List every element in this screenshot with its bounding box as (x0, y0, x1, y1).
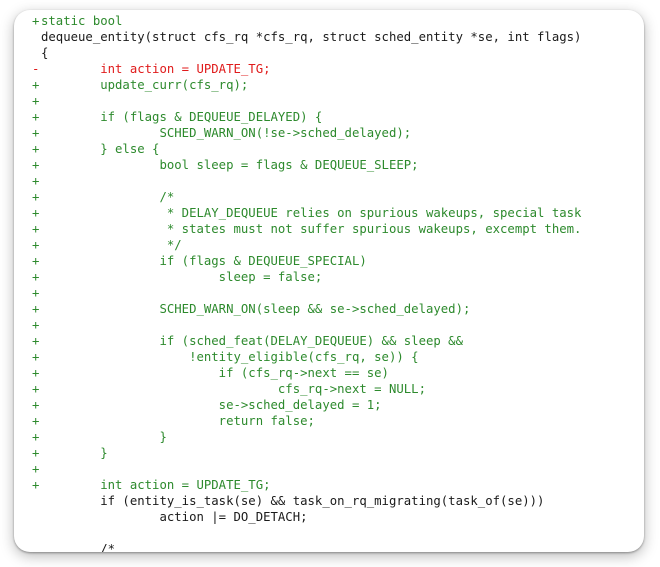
code-text: update_curr(cfs_rq); (41, 78, 249, 92)
code-text: * DELAY_DEQUEUE relies on spurious wakeu… (41, 206, 582, 220)
diff-line: + if (sched_feat(DELAY_DEQUEUE) && sleep… (32, 333, 581, 349)
diff-line: + } else { (32, 141, 581, 157)
diff-marker: + (32, 142, 40, 156)
code-text: !entity_eligible(cfs_rq, se)) { (41, 350, 419, 364)
diff-marker: + (32, 462, 40, 476)
diff-code-block: +static bool dequeue_entity(struct cfs_r… (32, 13, 581, 552)
code-text: if (flags & DEQUEUE_DELAYED) { (41, 110, 323, 124)
code-text: SCHED_WARN_ON(sleep && se->sched_delayed… (41, 302, 471, 316)
code-text: dequeue_entity(struct cfs_rq *cfs_rq, st… (41, 30, 582, 44)
diff-line: + sleep = false; (32, 269, 581, 285)
code-text: */ (41, 238, 182, 252)
code-text: se->sched_delayed = 1; (41, 398, 382, 412)
diff-marker (32, 509, 41, 525)
diff-line: - int action = UPDATE_TG; (32, 61, 581, 77)
diff-marker: + (32, 398, 40, 412)
diff-marker: + (32, 238, 40, 252)
code-text: if (entity_is_task(se) && task_on_rq_mig… (41, 494, 545, 508)
diff-line: +static bool (32, 13, 581, 29)
diff-line: + if (flags & DEQUEUE_DELAYED) { (32, 109, 581, 125)
diff-marker (32, 45, 41, 61)
diff-marker: + (32, 94, 40, 108)
diff-marker: + (32, 446, 40, 460)
diff-marker: + (32, 222, 40, 236)
code-text: if (sched_feat(DELAY_DEQUEUE) && sleep &… (41, 334, 463, 348)
code-text: int action = UPDATE_TG; (41, 478, 271, 492)
diff-marker: + (32, 478, 40, 492)
code-text: int action = UPDATE_TG; (41, 62, 271, 76)
diff-line: { (32, 45, 581, 61)
code-diff-panel: +static bool dequeue_entity(struct cfs_r… (14, 10, 644, 552)
diff-line: + (32, 317, 581, 333)
code-text: action |= DO_DETACH; (41, 510, 308, 524)
diff-marker: + (32, 110, 40, 124)
diff-line: + if (cfs_rq->next == se) (32, 365, 581, 381)
code-text: } else { (41, 142, 160, 156)
code-text: /* (41, 542, 116, 552)
diff-marker: + (32, 302, 40, 316)
diff-line: + se->sched_delayed = 1; (32, 397, 581, 413)
diff-line: + (32, 461, 581, 477)
diff-line: + int action = UPDATE_TG; (32, 477, 581, 493)
diff-marker: + (32, 430, 40, 444)
code-text: cfs_rq->next = NULL; (41, 382, 426, 396)
diff-marker: + (32, 414, 40, 428)
diff-line: + (32, 93, 581, 109)
diff-line: + !entity_eligible(cfs_rq, se)) { (32, 349, 581, 365)
code-text: * states must not suffer spurious wakeup… (41, 222, 582, 236)
code-text: { (41, 46, 49, 60)
diff-marker: + (32, 254, 40, 268)
code-text: if (cfs_rq->next == se) (41, 366, 389, 380)
diff-line: + /* (32, 189, 581, 205)
diff-line: + SCHED_WARN_ON(sleep && se->sched_delay… (32, 301, 581, 317)
code-text: SCHED_WARN_ON(!se->sched_delayed); (41, 126, 412, 140)
diff-marker: + (32, 78, 40, 92)
diff-marker: + (32, 206, 40, 220)
diff-line: + (32, 285, 581, 301)
diff-line: + cfs_rq->next = NULL; (32, 381, 581, 397)
diff-marker: + (32, 158, 40, 172)
diff-line (32, 525, 581, 541)
diff-marker: + (32, 14, 40, 28)
code-text: /* (41, 190, 175, 204)
diff-line: + if (flags & DEQUEUE_SPECIAL) (32, 253, 581, 269)
diff-line: + (32, 173, 581, 189)
diff-marker (32, 525, 41, 541)
diff-marker: - (32, 62, 40, 76)
diff-marker: + (32, 366, 40, 380)
diff-line: + update_curr(cfs_rq); (32, 77, 581, 93)
diff-marker: + (32, 270, 40, 284)
diff-marker (32, 493, 41, 509)
diff-marker: + (32, 174, 40, 188)
diff-marker: + (32, 382, 40, 396)
diff-line: dequeue_entity(struct cfs_rq *cfs_rq, st… (32, 29, 581, 45)
diff-line: + */ (32, 237, 581, 253)
diff-line: action |= DO_DETACH; (32, 509, 581, 525)
code-text: } (41, 446, 108, 460)
code-text: bool sleep = flags & DEQUEUE_SLEEP; (41, 158, 419, 172)
diff-marker (32, 29, 41, 45)
diff-marker (32, 541, 41, 552)
diff-line: + * DELAY_DEQUEUE relies on spurious wak… (32, 205, 581, 221)
code-text: static bool (41, 14, 123, 28)
diff-line: + } (32, 445, 581, 461)
diff-line: /* (32, 541, 581, 552)
diff-line: if (entity_is_task(se) && task_on_rq_mig… (32, 493, 581, 509)
diff-marker: + (32, 286, 40, 300)
diff-marker: + (32, 318, 40, 332)
diff-marker: + (32, 126, 40, 140)
diff-marker: + (32, 334, 40, 348)
diff-marker: + (32, 350, 40, 364)
diff-line: + bool sleep = flags & DEQUEUE_SLEEP; (32, 157, 581, 173)
diff-marker: + (32, 190, 40, 204)
diff-line: + SCHED_WARN_ON(!se->sched_delayed); (32, 125, 581, 141)
code-text: if (flags & DEQUEUE_SPECIAL) (41, 254, 367, 268)
diff-line: + return false; (32, 413, 581, 429)
code-text: return false; (41, 414, 315, 428)
diff-line: + } (32, 429, 581, 445)
code-text: sleep = false; (41, 270, 323, 284)
code-text: } (41, 430, 167, 444)
diff-line: + * states must not suffer spurious wake… (32, 221, 581, 237)
